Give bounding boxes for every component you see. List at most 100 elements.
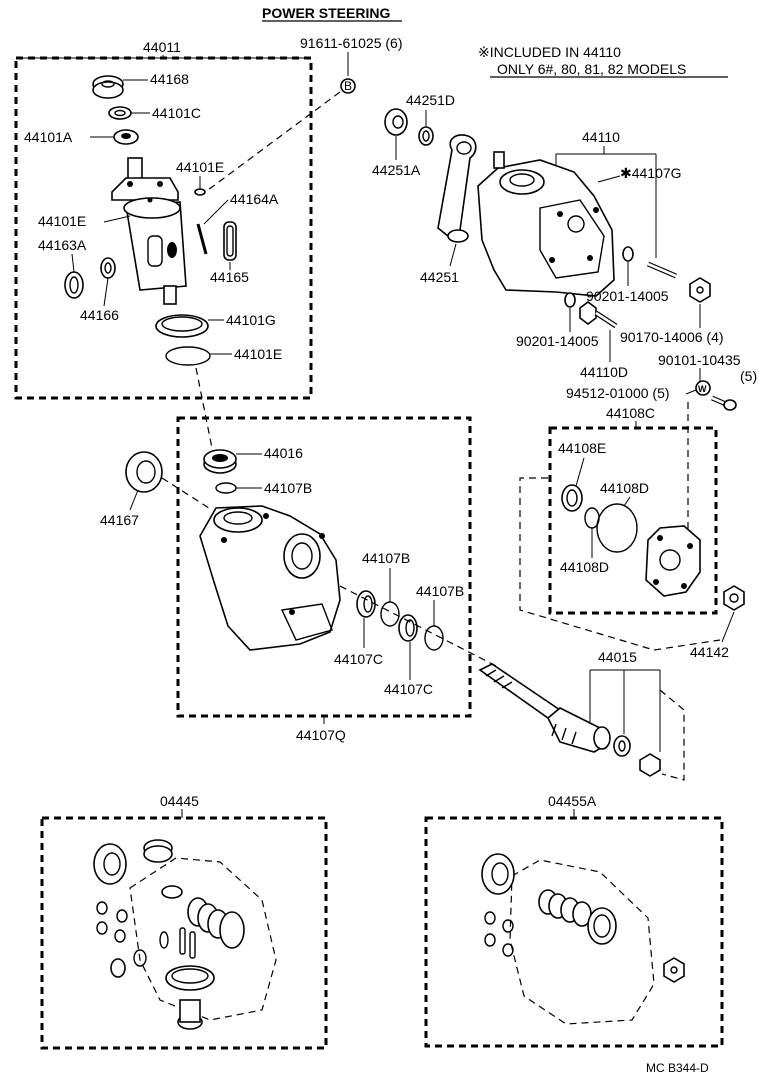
callout-90101-10435: 90101-10435 [658, 352, 741, 368]
part-stud [647, 261, 677, 279]
note-line-2: ONLY 6#, 80, 81, 82 MODELS [497, 61, 686, 77]
part-44108C-cover [645, 525, 701, 597]
callout-44166: 44166 [80, 307, 119, 323]
callout-44251A: 44251A [372, 162, 421, 178]
callout-44016: 44016 [264, 445, 303, 461]
callout-44107B-mid: 44107B [362, 550, 410, 566]
part-44107C-seal-a [356, 590, 376, 618]
part-90101-10435-bolt [711, 395, 737, 411]
svg-text:W: W [698, 384, 707, 394]
callout-44251: 44251 [420, 269, 459, 285]
callout-44164A: 44164A [230, 191, 279, 207]
part-44108D-oring-large [596, 503, 638, 553]
group-box-04455A [424, 816, 724, 1048]
callout-44101E-top: 44101E [176, 159, 224, 175]
group-box-04445 [40, 816, 328, 1050]
callout-04445: 04445 [160, 793, 199, 809]
part-44101E-oring-large [165, 346, 211, 366]
callout-44107C-right: 44107C [384, 681, 433, 697]
callout-44163A: 44163A [38, 237, 87, 253]
leader-44108D-upper [623, 496, 631, 507]
dash-line-cover [519, 477, 721, 651]
kit-04445-contents [93, 839, 277, 1030]
callout-90201-14005-b: 90201-14005 [516, 333, 599, 349]
callout-44110: 44110 [582, 129, 620, 145]
leader-44107G [597, 175, 621, 183]
part-44101A-seal [113, 129, 139, 145]
part-44110-gear-housing [477, 151, 615, 297]
part-44167-seal [125, 451, 163, 493]
part-44168-cap [92, 75, 124, 99]
dash-line-44015 [659, 689, 685, 781]
part-44015-washer [613, 735, 631, 757]
leader-44251 [449, 243, 457, 267]
leader-44142 [721, 611, 735, 643]
callout-44108D-upper: 44108D [600, 480, 649, 496]
part-44110D-bolt [579, 301, 618, 329]
part-44101E-oring-small [194, 188, 206, 196]
callout-44108C: 44108C [606, 405, 655, 421]
callout-44108E: 44108E [558, 440, 606, 456]
svg-text:B: B [344, 79, 352, 93]
callout-44107B-top: 44107B [264, 480, 312, 496]
callout-04455A: 04455A [548, 793, 597, 809]
part-44251A-nut [384, 108, 408, 136]
dash-line-shaft [339, 585, 501, 669]
dash-line-valve-housing [195, 367, 215, 459]
callout-44167: 44167 [100, 512, 139, 528]
callout-44101C: 44101C [152, 105, 201, 121]
leader-44166 [103, 277, 109, 307]
dash-line-91611 [207, 91, 341, 191]
group-box-44108C [548, 426, 718, 615]
part-44107B-oring-top [215, 482, 237, 494]
callout-44101E-left: 44101E [38, 213, 86, 229]
callout-44107Q: 44107Q [296, 727, 346, 743]
footer-code: MC B344-D [646, 1061, 709, 1075]
callout-44015: 44015 [598, 649, 637, 665]
part-44251-pitman-arm [437, 134, 477, 243]
callout-44101E-bottom: 44101E [234, 346, 282, 362]
dash-line-44167 [161, 477, 213, 511]
part-44142-nut [723, 585, 745, 611]
part-94512-01000-washer: W [695, 380, 711, 396]
callout-90201-14005-a: 90201-14005 [586, 288, 669, 304]
part-90201-14005-washer-b [564, 292, 576, 308]
part-44016-seal [203, 449, 237, 474]
callout-44165: 44165 [210, 269, 249, 285]
callout-44011: 44011 [143, 39, 181, 55]
part-44107B-oring-mid [380, 601, 400, 627]
part-44164A-pin [196, 223, 208, 255]
part-44107C-seal-b [398, 614, 418, 642]
part-housing-body [199, 505, 341, 651]
part-44101C-ring [108, 106, 132, 120]
diagram-title: POWER STEERING [262, 5, 390, 21]
callout-44101G: 44101G [226, 312, 276, 328]
callout-44168: 44168 [150, 71, 189, 87]
part-91611-bolt: B [340, 78, 356, 94]
part-44251D-washer [418, 126, 434, 146]
kit-04455A-contents [481, 853, 685, 1025]
callout-44107C-left: 44107C [334, 651, 383, 667]
part-valve-body [111, 157, 187, 305]
callout-90170-14006: 90170-14006 (4) [620, 329, 724, 345]
leader-94512 [685, 389, 697, 395]
part-90201-14005-washer-a [622, 246, 634, 262]
callout-94512-01000: 94512-01000 (5) [566, 385, 670, 401]
part-44163A-ring [64, 271, 84, 299]
note-line-1: ※INCLUDED IN 44110 [478, 44, 621, 60]
callout-44107G: ✱44107G [620, 165, 682, 181]
callout-44107B-right: 44107B [416, 583, 464, 599]
part-44015-nut [639, 753, 661, 777]
callout-44142: 44142 [690, 644, 729, 660]
leader-44164A [203, 199, 229, 225]
part-44166-ring [100, 257, 116, 279]
callout-44108D-lower: 44108D [560, 559, 609, 575]
leader-44101E-left [103, 215, 131, 223]
part-44015-sector-shaft [478, 663, 611, 753]
part-90170-14006-nut [689, 277, 711, 303]
callout-91611-61025: 91611-61025 (6) [300, 35, 402, 51]
leader-44108E [575, 457, 585, 487]
callout-90101-qty: (5) [740, 368, 757, 384]
leader-44163A [71, 253, 75, 273]
